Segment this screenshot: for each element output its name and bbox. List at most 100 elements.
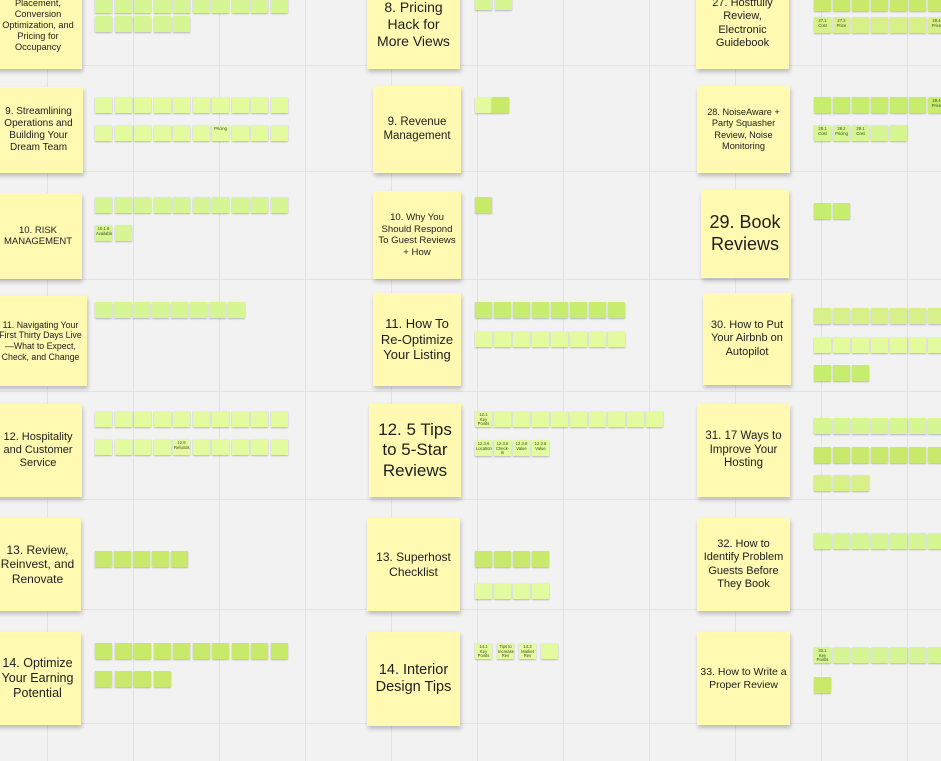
mini-sticky-note[interactable] bbox=[494, 331, 511, 347]
mini-sticky-note[interactable] bbox=[95, 439, 112, 455]
mini-sticky-note[interactable] bbox=[513, 302, 530, 318]
mini-sticky-note[interactable] bbox=[232, 643, 249, 659]
mini-sticky-note[interactable] bbox=[852, 0, 869, 11]
mini-sticky-note[interactable] bbox=[152, 551, 169, 567]
mini-sticky-note[interactable] bbox=[833, 647, 850, 663]
mini-sticky-note[interactable] bbox=[475, 97, 492, 113]
mini-sticky-note[interactable]: Pricing bbox=[212, 125, 229, 141]
mini-sticky-note[interactable] bbox=[890, 418, 907, 434]
mini-sticky-note[interactable] bbox=[871, 533, 888, 549]
section-sticky-note-col1-7[interactable]: Placement, Conversion Optimization, and … bbox=[0, 0, 82, 69]
mini-sticky-note[interactable] bbox=[154, 439, 171, 455]
mini-sticky-note[interactable] bbox=[871, 418, 888, 434]
mini-sticky-note[interactable] bbox=[154, 125, 171, 141]
mini-sticky-note[interactable]: Tips to Increase Rev bbox=[497, 643, 514, 659]
mini-sticky-note[interactable] bbox=[115, 97, 132, 113]
mini-sticky-note[interactable] bbox=[551, 411, 568, 427]
mini-sticky-note[interactable] bbox=[852, 308, 869, 324]
mini-sticky-note[interactable]: 28.1 Cost bbox=[814, 125, 831, 141]
mini-sticky-note[interactable] bbox=[627, 411, 644, 427]
mini-sticky-note[interactable] bbox=[513, 331, 530, 347]
mini-sticky-note[interactable] bbox=[833, 203, 850, 219]
mini-sticky-note[interactable] bbox=[232, 197, 249, 213]
mini-sticky-note[interactable] bbox=[173, 643, 190, 659]
mini-sticky-note[interactable] bbox=[171, 302, 188, 318]
mini-sticky-note[interactable] bbox=[190, 302, 207, 318]
mini-sticky-note[interactable] bbox=[833, 308, 850, 324]
mini-sticky-note[interactable] bbox=[890, 97, 907, 113]
mini-sticky-note[interactable] bbox=[271, 97, 288, 113]
mini-sticky-note[interactable] bbox=[154, 16, 171, 32]
mini-sticky-note[interactable] bbox=[589, 331, 606, 347]
section-sticky-note-col1-10[interactable]: 10. RISK MANAGEMENT bbox=[0, 193, 82, 279]
mini-sticky-note[interactable] bbox=[890, 533, 907, 549]
mini-sticky-note[interactable] bbox=[532, 302, 549, 318]
mini-sticky-note[interactable] bbox=[492, 97, 509, 113]
mini-sticky-note[interactable] bbox=[852, 475, 869, 491]
mini-sticky-note[interactable] bbox=[833, 447, 850, 463]
mini-sticky-note[interactable] bbox=[134, 16, 151, 32]
mini-sticky-note[interactable] bbox=[890, 0, 907, 11]
section-sticky-note-col2-12[interactable]: 12. 5 Tips to 5-Star Reviews bbox=[369, 404, 461, 497]
mini-sticky-note[interactable] bbox=[852, 17, 869, 33]
mini-sticky-note[interactable] bbox=[495, 0, 512, 10]
section-sticky-note-col2-8[interactable]: 8. Pricing Hack for More Views bbox=[367, 0, 460, 69]
mini-sticky-note[interactable] bbox=[909, 17, 926, 33]
mini-sticky-note[interactable] bbox=[909, 418, 926, 434]
section-sticky-note-col1-13[interactable]: 13. Review, Reinvest, and Renovate bbox=[0, 518, 81, 611]
mini-sticky-note[interactable]: 12.1 Key Points bbox=[475, 411, 492, 427]
mini-sticky-note[interactable] bbox=[589, 411, 606, 427]
mini-sticky-note[interactable] bbox=[475, 197, 492, 213]
mini-sticky-note[interactable] bbox=[209, 302, 226, 318]
mini-sticky-note[interactable] bbox=[95, 643, 112, 659]
mini-sticky-note[interactable] bbox=[570, 411, 587, 427]
mini-sticky-note[interactable] bbox=[570, 302, 587, 318]
mini-sticky-note[interactable] bbox=[852, 647, 869, 663]
mini-sticky-note[interactable] bbox=[193, 411, 210, 427]
mini-sticky-note[interactable] bbox=[928, 0, 941, 11]
mini-sticky-note[interactable] bbox=[589, 302, 606, 318]
mini-sticky-note[interactable]: 28.4 Price bbox=[928, 97, 941, 113]
mini-sticky-note[interactable] bbox=[232, 125, 249, 141]
mini-sticky-note[interactable] bbox=[513, 583, 530, 599]
mini-sticky-note[interactable] bbox=[173, 97, 190, 113]
mini-sticky-note[interactable] bbox=[212, 643, 229, 659]
mini-sticky-note[interactable] bbox=[193, 197, 210, 213]
mini-sticky-note[interactable]: 29.1 Cost bbox=[852, 125, 869, 141]
mini-sticky-note[interactable] bbox=[513, 551, 530, 567]
section-sticky-note-col1-9[interactable]: 9. Streamlining Operations and Building … bbox=[0, 87, 83, 173]
mini-sticky-note[interactable] bbox=[608, 331, 625, 347]
mini-sticky-note[interactable] bbox=[114, 302, 131, 318]
mini-sticky-note[interactable] bbox=[475, 0, 492, 10]
mini-sticky-note[interactable] bbox=[814, 418, 831, 434]
mini-sticky-note[interactable] bbox=[852, 447, 869, 463]
mini-sticky-note[interactable] bbox=[95, 551, 112, 567]
mini-sticky-note[interactable] bbox=[475, 302, 492, 318]
mini-sticky-note[interactable] bbox=[909, 647, 926, 663]
mini-sticky-note[interactable] bbox=[251, 643, 268, 659]
section-sticky-note-col1-14[interactable]: 14. Optimize Your Earning Potential bbox=[0, 632, 81, 725]
mini-sticky-note[interactable] bbox=[814, 475, 831, 491]
mini-sticky-note[interactable] bbox=[115, 16, 132, 32]
mini-sticky-note[interactable] bbox=[154, 97, 171, 113]
mini-sticky-note[interactable] bbox=[212, 97, 229, 113]
mini-sticky-note[interactable] bbox=[271, 197, 288, 213]
mini-sticky-note[interactable] bbox=[928, 308, 941, 324]
mini-sticky-note[interactable] bbox=[909, 533, 926, 549]
mini-sticky-note[interactable] bbox=[890, 17, 907, 33]
mini-sticky-note[interactable] bbox=[134, 197, 151, 213]
section-sticky-note-col3-31[interactable]: 31. 17 Ways to Improve Your Hosting bbox=[697, 404, 790, 497]
mini-sticky-note[interactable] bbox=[114, 551, 131, 567]
mini-sticky-note[interactable]: 14.1 Key Points bbox=[475, 643, 492, 659]
mini-sticky-note[interactable] bbox=[814, 97, 831, 113]
mini-sticky-note[interactable] bbox=[154, 197, 171, 213]
mini-sticky-note[interactable]: 12.8 Refunds bbox=[173, 439, 190, 455]
mini-sticky-note[interactable] bbox=[232, 439, 249, 455]
mini-sticky-note[interactable] bbox=[852, 337, 869, 353]
mini-sticky-note[interactable] bbox=[228, 302, 245, 318]
mini-sticky-note[interactable] bbox=[909, 0, 926, 11]
mini-sticky-note[interactable] bbox=[173, 16, 190, 32]
mini-sticky-note[interactable] bbox=[134, 97, 151, 113]
section-sticky-note-col2-13[interactable]: 13. Superhost Checklist bbox=[367, 518, 460, 611]
mini-sticky-note[interactable] bbox=[232, 97, 249, 113]
